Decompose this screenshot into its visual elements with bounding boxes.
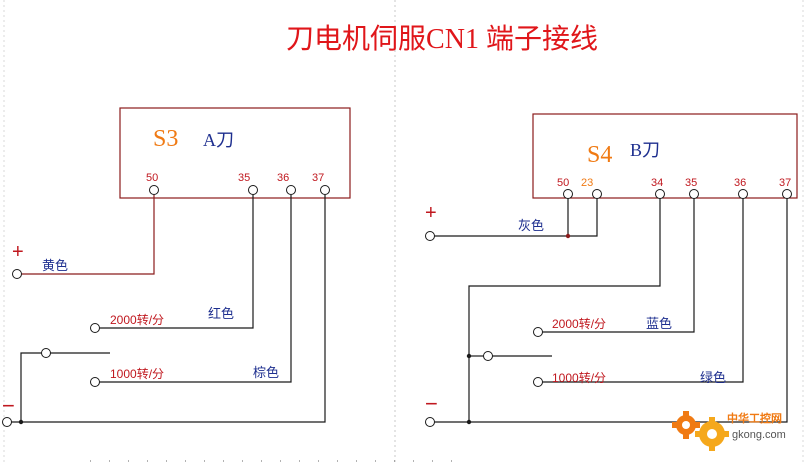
a-terminal-2000: [90, 323, 100, 333]
b-terminal-34: [655, 189, 665, 199]
a-terminal-36: [286, 185, 296, 195]
s4-label: S4: [587, 142, 612, 168]
b-minus-sign: −: [425, 391, 438, 416]
b-terminal-50: [563, 189, 573, 199]
b-pin-23: 23: [581, 177, 593, 189]
b-green-label: 绿色: [700, 370, 726, 385]
b-wires: [434, 198, 788, 423]
b-speed-2000: 2000转/分: [552, 316, 606, 331]
a-terminal-50: [149, 185, 159, 195]
a-minus-sign: −: [2, 393, 15, 418]
b-terminals: [425, 189, 792, 427]
b-terminal-2000: [533, 327, 543, 337]
gkong-watermark: 中华工控网 gkong.com: [672, 411, 786, 451]
b-terminal-37: [782, 189, 792, 199]
a-pin-37: 37: [312, 172, 324, 184]
a-brown-label: 棕色: [253, 365, 279, 380]
a-blade-label: A刀: [203, 130, 234, 150]
a-terminal-35: [248, 185, 258, 195]
b-plus-sign: +: [425, 202, 437, 224]
a-pin-36: 36: [277, 172, 289, 184]
s3-label: S3: [153, 126, 178, 152]
b-blue-label: 蓝色: [646, 316, 672, 331]
a-speed-2000: 2000转/分: [110, 312, 164, 327]
a-wires: [11, 195, 326, 423]
b-terminal-36: [738, 189, 748, 199]
a-terminal-37: [320, 185, 330, 195]
a-terminal-switch: [41, 348, 51, 358]
b-pin-36: 36: [734, 177, 746, 189]
panel-a: S3 A刀 50 35 36 37 +: [2, 107, 351, 427]
b-junction-dot-top: [565, 233, 571, 239]
b-terminal-23: [592, 189, 602, 199]
a-junction-dot: [18, 419, 24, 425]
watermark-line2: gkong.com: [732, 429, 786, 441]
watermark-line1: 中华工控网: [727, 411, 782, 425]
a-pin-35: 35: [238, 172, 250, 184]
b-speed-1000: 1000转/分: [552, 370, 606, 385]
b-blade-label: B刀: [630, 140, 660, 160]
panel-b: S4 B刀 50 23 34 35 36 37: [425, 113, 798, 427]
a-yellow-label: 黄色: [42, 258, 68, 273]
b-terminal-switch: [483, 351, 493, 361]
b-terminal-plus: [425, 231, 435, 241]
a-wires-red: [21, 195, 155, 275]
a-plus-sign: +: [12, 241, 24, 263]
a-red-label: 红色: [208, 306, 234, 321]
b-terminal-35: [689, 189, 699, 199]
b-junction-dot-bottom: [466, 419, 472, 425]
b-pin-37: 37: [779, 177, 791, 189]
a-terminal-plus: [12, 269, 22, 279]
b-junction-dot-mid: [466, 353, 472, 359]
a-speed-1000: 1000转/分: [110, 366, 164, 381]
gear-logo-icon: [672, 411, 729, 451]
b-pin-34: 34: [651, 177, 663, 189]
s4-box: [532, 113, 798, 199]
b-pin-35: 35: [685, 177, 697, 189]
b-terminal-1000: [533, 377, 543, 387]
s3-box: [119, 107, 351, 199]
a-terminals: [2, 185, 330, 427]
b-pin-50: 50: [557, 177, 569, 189]
diagram-title: 刀电机伺服CN1 端子接线: [286, 23, 598, 55]
b-gray-label: 灰色: [518, 218, 544, 233]
a-terminal-minus: [2, 417, 12, 427]
a-terminal-1000: [90, 377, 100, 387]
b-terminal-minus: [425, 417, 435, 427]
a-pin-50: 50: [146, 172, 158, 184]
